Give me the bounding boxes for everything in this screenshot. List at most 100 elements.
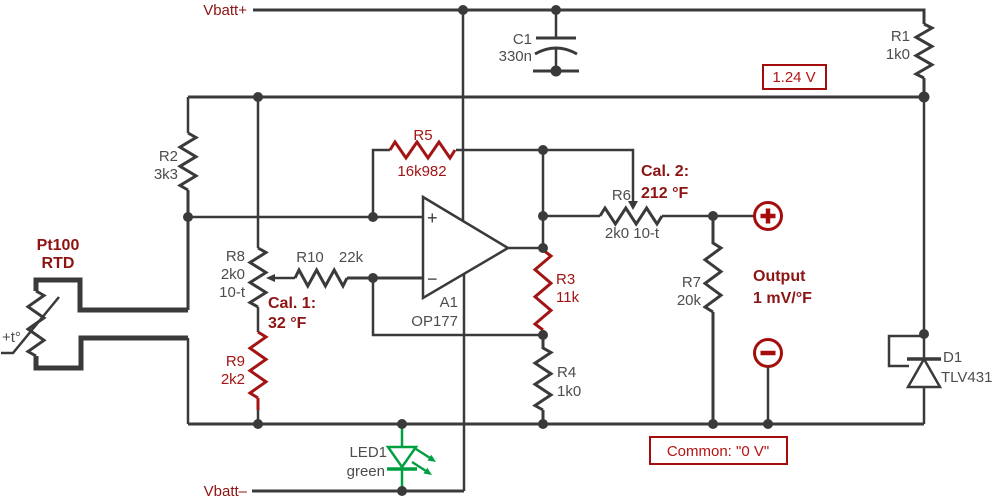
sensor-coeff-label: +t° — [2, 329, 21, 346]
opamp-triangle — [421, 194, 511, 301]
junction-dots — [183, 5, 930, 496]
r10-ref-label: R10 — [296, 249, 324, 266]
r9-ref-label: R9 — [226, 353, 245, 370]
vbatt-plus-rail-wire — [253, 8, 926, 24]
opamp-plus-sign: + — [427, 208, 438, 228]
d1-ref-bracket — [887, 334, 924, 368]
opamp-a1: + − — [421, 194, 511, 301]
r5-value-label: 16k982 — [397, 163, 446, 180]
trimmer-r8 — [247, 97, 295, 332]
r9-value-label: 2k2 — [221, 371, 245, 388]
sensor-type-label: RTD — [42, 255, 75, 272]
d1-part-label: TLV431 — [941, 369, 992, 386]
opamp-ref-label: A1 — [440, 294, 458, 311]
junction-dot — [919, 329, 929, 339]
junction-dot — [397, 419, 407, 429]
junction-dot — [918, 91, 930, 103]
opamp-part-label: OP177 — [411, 313, 458, 330]
junction-dot — [368, 273, 378, 283]
junction-dot — [551, 5, 561, 15]
r8-wiper-arrowhead-icon — [266, 274, 275, 282]
ref-voltage-label: 1.24 V — [772, 69, 815, 86]
output-minus-terminal — [753, 338, 783, 424]
power-rails — [186, 8, 926, 493]
feedback-wire — [371, 278, 543, 337]
d1-ref-label: D1 — [943, 349, 962, 366]
led1-color-label: green — [347, 463, 385, 480]
r7-value-label: 20k — [677, 292, 702, 309]
rtd-cable-bottom — [33, 335, 188, 371]
r8-value-label: 2k0 — [221, 266, 245, 283]
r2-ref-label: R2 — [159, 148, 178, 165]
led1-arrowhead-2-icon — [423, 467, 432, 475]
r3-value-label: 11k — [556, 289, 580, 306]
r7-resistor — [702, 216, 724, 424]
shunt-reference-d1 — [887, 334, 943, 424]
r5-to-r6-wiper-wire — [456, 148, 635, 202]
junction-dot — [763, 419, 773, 429]
vbatt-plus-label: Vbatt+ — [203, 2, 247, 19]
r5-left-lead — [371, 148, 390, 217]
junction-dot — [538, 211, 548, 221]
r4-ref-label: R4 — [557, 364, 576, 381]
r6-zigzag — [598, 205, 664, 227]
r5-ref-label: R5 — [413, 127, 432, 144]
r6-wiper-arrowhead-icon — [628, 201, 638, 210]
r3-resistor — [532, 248, 554, 334]
output-plus-terminal — [753, 201, 783, 231]
junction-dot — [538, 419, 548, 429]
junction-dot — [253, 92, 263, 102]
opamp-minus-sign: − — [427, 269, 438, 289]
d1-triangle — [905, 356, 943, 389]
r8-type-label: 10-t — [219, 284, 246, 301]
r1-value-label: 1k0 — [886, 46, 910, 63]
r3-ref-label: R3 — [556, 271, 575, 288]
cal1-title-label: Cal. 1: — [268, 295, 316, 312]
junction-dot — [538, 243, 548, 253]
cal1-value-label: 32 °F — [268, 315, 307, 332]
output-value-label: 1 mV/°F — [753, 290, 812, 307]
r9-zigzag — [247, 330, 269, 410]
led1-ref-label: LED1 — [349, 444, 387, 461]
r6-value-label: 2k0 10-t — [605, 225, 660, 242]
c1-ref-label: C1 — [513, 31, 532, 48]
capacitor-c1 — [533, 10, 579, 73]
r10-value-label: 22k — [339, 249, 364, 266]
rtd-cable-top — [33, 277, 188, 313]
resistor-r9 — [247, 330, 269, 424]
output-title-label: Output — [753, 268, 806, 285]
pt100-rtd-sensor — [1, 217, 190, 424]
junction-dot — [458, 5, 468, 15]
r10-resistor — [293, 266, 423, 290]
r4-resistor — [532, 335, 554, 424]
r1-ref-label: R1 — [891, 28, 910, 45]
ref-voltage-box — [762, 64, 827, 90]
cal2-title-label: Cal. 2: — [641, 163, 689, 180]
r8-ref-label: R8 — [226, 248, 245, 265]
vbatt-minus-label: Vbatt– — [204, 483, 248, 500]
junction-dot — [708, 211, 718, 221]
r7-ref-label: R7 — [682, 274, 701, 291]
r5-zigzag — [388, 139, 457, 161]
led1-arrowhead-1-icon — [427, 454, 436, 462]
junction-dot — [538, 145, 548, 155]
common-voltage-box — [649, 436, 788, 465]
plus-icon — [760, 208, 776, 224]
c1-value-label: 330n — [499, 48, 532, 65]
rtd-diagonal-stroke — [1, 296, 60, 355]
r1-resistor — [912, 22, 936, 97]
junction-dot — [538, 330, 548, 340]
junction-dot — [368, 212, 378, 222]
junction-dot — [253, 419, 263, 429]
junction-dot — [550, 65, 562, 77]
sensor-name-label: Pt100 — [37, 237, 80, 254]
junction-dot — [708, 419, 718, 429]
r2-value-label: 3k3 — [154, 166, 178, 183]
led1-triangle — [385, 445, 419, 470]
r8-zigzag — [247, 246, 269, 309]
cal2-value-label: 212 °F — [641, 185, 689, 202]
r4-value-label: 1k0 — [557, 383, 581, 400]
resistor-r5 — [371, 139, 638, 217]
